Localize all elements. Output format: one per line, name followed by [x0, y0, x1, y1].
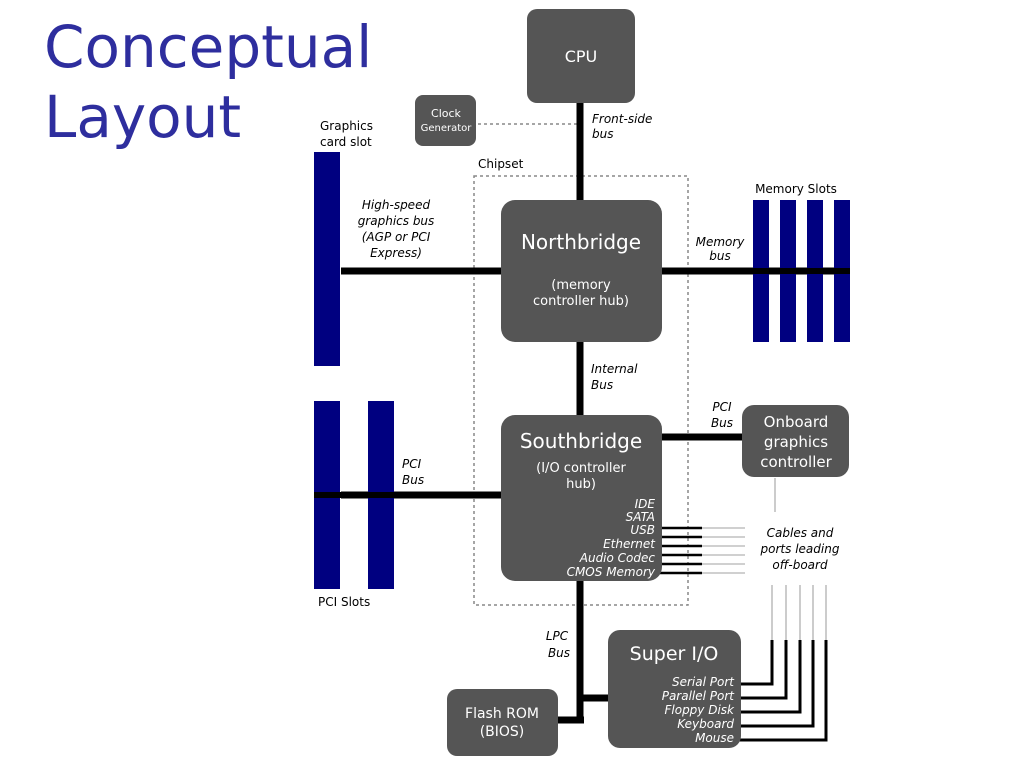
- northbridge-sub-1: (memory: [551, 278, 611, 293]
- internal-bus-label-1: Internal: [591, 362, 638, 376]
- southbridge-sub-2: hub): [566, 477, 596, 492]
- graphics-bus-label-4: Express): [370, 246, 422, 260]
- graphics-card-slot-label-1: Graphics: [320, 119, 373, 133]
- cables-label-3: off-board: [772, 558, 828, 572]
- southbridge-port-lines: [658, 526, 702, 575]
- flash-rom-label-2: (BIOS): [480, 724, 525, 740]
- northbridge-title: Northbridge: [521, 230, 641, 254]
- southbridge-port-fades: [702, 527, 745, 574]
- pci-bus-onboard-label-2: Bus: [711, 416, 733, 430]
- front-side-bus-label-1: Front-side: [592, 112, 652, 126]
- title-line-1: Conceptual: [44, 13, 373, 81]
- onboard-graphics-label-3: controller: [760, 453, 832, 471]
- super-io-block: [608, 630, 741, 748]
- memory-bus-label-1: Memory: [696, 235, 746, 249]
- internal-bus-label-2: Bus: [591, 378, 613, 392]
- onboard-graphics-label-1: Onboard: [764, 413, 829, 431]
- superio-port-lines: [736, 640, 828, 742]
- onboard-graphics-label-2: graphics: [764, 433, 828, 451]
- southbridge-port-ethernet: Ethernet: [603, 537, 656, 551]
- super-io-port-parallel: Parallel Port: [662, 689, 736, 703]
- southbridge-title: Southbridge: [520, 429, 642, 453]
- northbridge-block: [501, 200, 662, 342]
- front-side-bus-label-2: bus: [592, 127, 613, 141]
- title-line-2: Layout: [44, 83, 242, 151]
- southbridge-sub-1: (I/O controller: [536, 461, 626, 476]
- pci-bus-onboard-label-1: PCI: [712, 400, 732, 414]
- cables-label-1: Cables and: [767, 526, 834, 540]
- super-io-port-keyboard: Keyboard: [677, 717, 734, 731]
- southbridge-block: [501, 415, 662, 581]
- southbridge-port-sata: SATA: [626, 510, 655, 524]
- slide-title: Conceptual Layout: [44, 12, 372, 152]
- pci-bus-label-2: Bus: [402, 473, 424, 487]
- super-io-port-serial: Serial Port: [672, 675, 735, 689]
- pci-bus-label-1: PCI: [402, 457, 422, 471]
- southbridge-port-ide: IDE: [635, 497, 656, 511]
- flash-rom-block: [447, 689, 558, 756]
- onboard-graphics-block: [742, 405, 849, 477]
- chipset-label: Chipset: [478, 157, 524, 171]
- graphics-card-slot: [314, 152, 340, 366]
- graphics-bus-label-1: High-speed: [362, 198, 431, 212]
- southbridge-port-cmos-memory: CMOS Memory: [567, 565, 656, 579]
- cpu-block: [527, 9, 635, 103]
- clock-generator-block: [415, 95, 476, 146]
- graphics-card-slot-label-2: card slot: [320, 135, 372, 149]
- super-io-port-mouse: Mouse: [695, 731, 734, 745]
- graphics-bus-label-3: (AGP or PCI: [362, 230, 431, 244]
- flash-rom-label-1: Flash ROM: [465, 706, 539, 722]
- superio-port-fades: [771, 585, 827, 640]
- super-io-title: Super I/O: [630, 643, 719, 665]
- super-io-port-floppy: Floppy Disk: [664, 703, 735, 717]
- southbridge-port-usb: USB: [630, 523, 655, 537]
- northbridge-sub-2: controller hub): [533, 294, 629, 309]
- graphics-bus-label-2: graphics bus: [358, 214, 435, 228]
- southbridge-port-audio-codec: Audio Codec: [579, 551, 656, 565]
- lpc-bus-label-2: Bus: [548, 646, 570, 660]
- memory-slots-label: Memory Slots: [755, 182, 837, 196]
- clock-generator-label-2: Generator: [421, 123, 473, 134]
- pci-slots-label: PCI Slots: [318, 595, 370, 609]
- clock-generator-label-1: Clock: [431, 107, 462, 120]
- lpc-bus-label-1: LPC: [546, 629, 569, 643]
- memory-bus-label-2: bus: [709, 249, 730, 263]
- cables-label-2: ports leading: [760, 542, 840, 556]
- cpu-label: CPU: [565, 47, 598, 66]
